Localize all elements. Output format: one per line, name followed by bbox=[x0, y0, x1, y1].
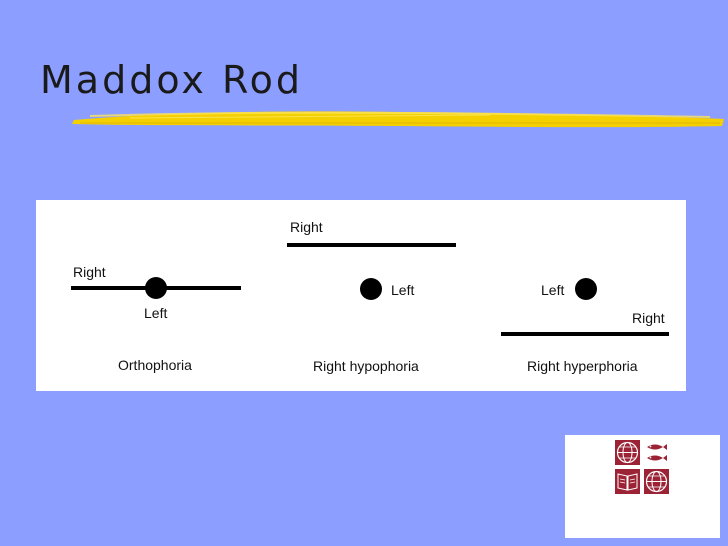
book-icon bbox=[615, 469, 640, 494]
slide-title: Maddox Rod bbox=[40, 58, 304, 102]
maddox-rod-diagram: Right Left Orthophoria Right Left Right … bbox=[36, 200, 686, 391]
orthophoria-caption: Orthophoria bbox=[118, 357, 192, 373]
hypophoria-caption: Right hypophoria bbox=[313, 358, 419, 374]
hypophoria-right-label: Right bbox=[290, 219, 323, 235]
orthophoria-left-dot bbox=[145, 277, 167, 299]
hyperphoria-caption: Right hyperphoria bbox=[527, 358, 638, 374]
globe-icon bbox=[644, 469, 669, 494]
orthophoria-left-label: Left bbox=[144, 305, 168, 321]
hyperphoria-left-dot bbox=[575, 278, 597, 300]
globe-icon bbox=[615, 440, 640, 465]
title-highlight-stroke bbox=[72, 111, 724, 128]
hypophoria-left-dot bbox=[360, 278, 382, 300]
fish-icon bbox=[644, 440, 669, 465]
orthophoria-right-label: Right bbox=[73, 264, 106, 280]
hypophoria-left-label: Left bbox=[391, 282, 415, 298]
institution-logo bbox=[565, 435, 720, 538]
logo-emblem bbox=[615, 440, 669, 494]
hyperphoria-right-label: Right bbox=[632, 310, 665, 326]
hyperphoria-left-label: Left bbox=[541, 282, 565, 298]
diagram-graphics bbox=[71, 243, 669, 336]
